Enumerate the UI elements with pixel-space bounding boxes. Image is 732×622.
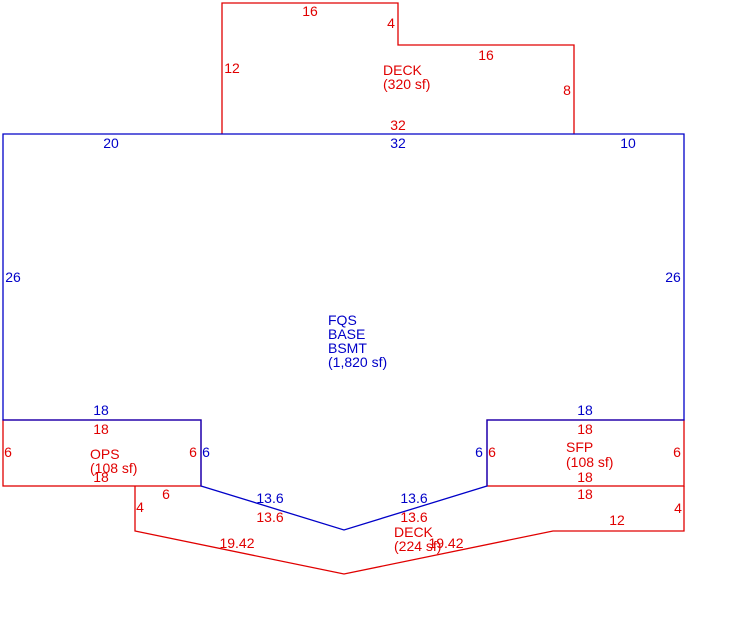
deck-top-dim-step: 4 xyxy=(387,15,395,31)
main-dim-bottom-left: 18 xyxy=(93,402,109,418)
main-dim-notch-left: 6 xyxy=(202,444,210,460)
deck-bottom-dim-bottom-right: 12 xyxy=(609,512,625,528)
deck-top-name: DECK xyxy=(383,62,423,78)
main-dim-top-left: 20 xyxy=(103,135,119,151)
main-dim-diag-right: 13.6 xyxy=(400,490,427,506)
main-building-outline xyxy=(2,133,685,531)
main-dim-bottom-right: 18 xyxy=(577,402,593,418)
ops-dim-bottom: 18 xyxy=(93,469,109,485)
main-area: (1,820 sf) xyxy=(328,354,387,370)
main-dim-left: 26 xyxy=(5,269,21,285)
ops-dim-top: 18 xyxy=(93,421,109,437)
deck-bottom-outline xyxy=(134,486,685,575)
deck-bottom-dim-diag-right-outer: 19.42 xyxy=(428,535,463,551)
main-line3: BSMT xyxy=(328,340,367,356)
sfp-name: SFP xyxy=(566,439,593,455)
sfp-dim-bottom: 18 xyxy=(577,469,593,485)
main-line1: FQS xyxy=(328,312,357,328)
ops-area: (108 sf) xyxy=(90,460,137,476)
deck-bottom-area: (224 sf) xyxy=(394,538,441,554)
main-dim-diag-left: 13.6 xyxy=(256,490,283,506)
ops-name: OPS xyxy=(90,446,120,462)
main-dim-top-right: 10 xyxy=(620,135,636,151)
deck-top-area: (320 sf) xyxy=(383,76,430,92)
deck-top-dim-top: 16 xyxy=(302,3,318,19)
ops-dim-left: 6 xyxy=(4,444,12,460)
deck-bottom-dim-top-right: 18 xyxy=(577,486,593,502)
sfp-dim-right: 6 xyxy=(673,444,681,460)
deck-bottom-dim-right-vert: 4 xyxy=(674,500,682,516)
deck-bottom-dim-left-short: 6 xyxy=(162,486,170,502)
sfp-dim-left: 6 xyxy=(488,444,496,460)
deck-top-dim-bottom: 32 xyxy=(390,117,406,133)
deck-bottom-dim-diag-left-outer: 19.42 xyxy=(219,535,254,551)
deck-bottom-name: DECK xyxy=(394,524,434,540)
main-line2: BASE xyxy=(328,326,365,342)
deck-bottom-dim-diag-left-inner: 13.6 xyxy=(256,509,283,525)
deck-top-dim-right: 8 xyxy=(563,82,571,98)
deck-top-outline xyxy=(221,2,575,134)
main-dim-right: 26 xyxy=(665,269,681,285)
deck-top-dim-left: 12 xyxy=(224,60,240,76)
main-dim-top-mid: 32 xyxy=(390,135,406,151)
sfp-dim-top: 18 xyxy=(577,421,593,437)
main-dim-notch-right: 6 xyxy=(475,444,483,460)
deck-bottom-dim-left-vert: 4 xyxy=(136,499,144,515)
sfp-area: (108 sf) xyxy=(566,454,613,470)
ops-dim-right: 6 xyxy=(189,444,197,460)
deck-top-dim-step-top: 16 xyxy=(478,47,494,63)
deck-bottom-dim-diag-right-inner: 13.6 xyxy=(400,509,427,525)
